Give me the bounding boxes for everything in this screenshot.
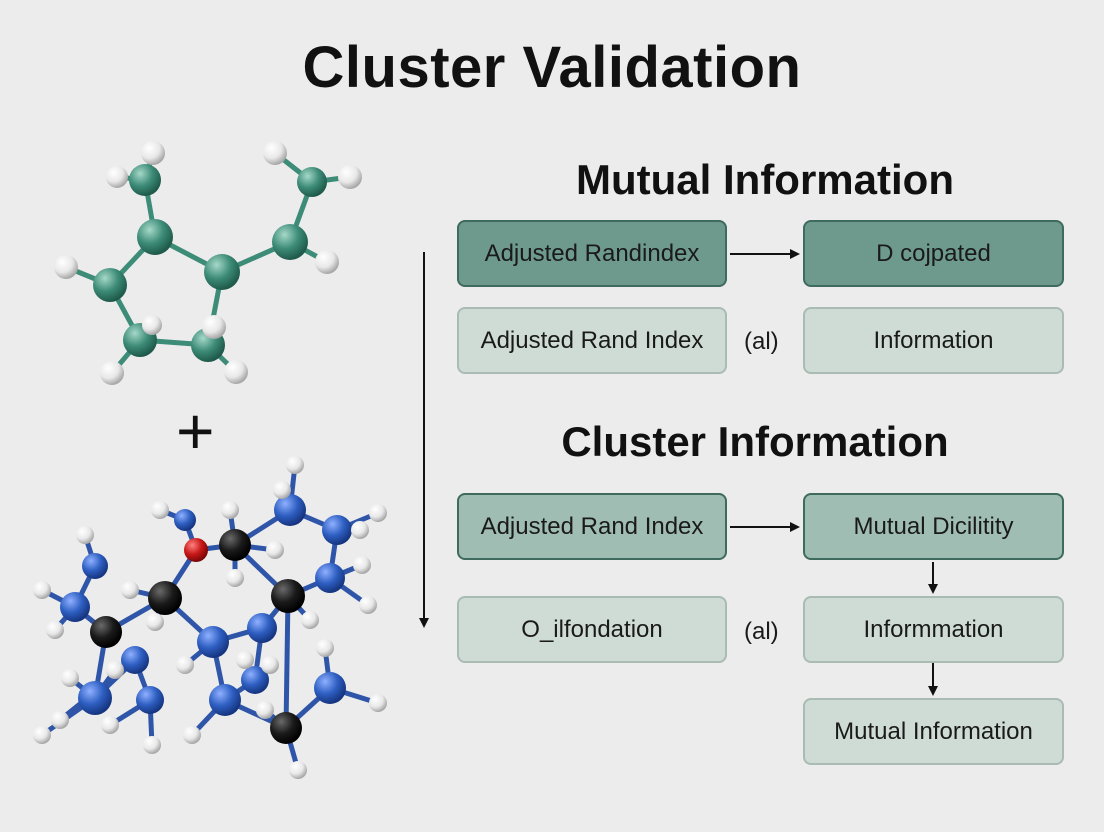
mol2-hydrogen-atom-46 xyxy=(183,726,201,744)
mol1-hydrogen-atom-13 xyxy=(100,361,124,385)
mol2-hydrogen-atom-26 xyxy=(369,504,387,522)
mol2-blue-atom-18 xyxy=(314,672,346,704)
mol2-hydrogen-atom-31 xyxy=(33,581,51,599)
mol2-red-atom-0 xyxy=(184,538,208,562)
mol2-bond-4 xyxy=(283,593,291,731)
mol1-teal-atom-5 xyxy=(129,164,161,196)
mol2-hydrogen-atom-44 xyxy=(316,639,334,657)
mol2-blue-atom-12 xyxy=(247,613,277,643)
mol2-black-atom-3 xyxy=(90,616,122,648)
mol2-hydrogen-atom-24 xyxy=(266,541,284,559)
mol2-blue-atom-13 xyxy=(78,681,112,715)
mol2-hydrogen-atom-32 xyxy=(46,621,64,639)
mol1-hydrogen-atom-8 xyxy=(141,141,165,165)
mol2-hydrogen-atom-37 xyxy=(51,711,69,729)
box-adjusted-randindex: Adjusted Randindex xyxy=(457,220,727,287)
mol2-hydrogen-atom-23 xyxy=(221,501,239,519)
mol2-hydrogen-atom-43 xyxy=(289,761,307,779)
mol2-black-atom-2 xyxy=(148,581,182,615)
mol2-hydrogen-atom-35 xyxy=(61,669,79,687)
mol1-hydrogen-atom-14 xyxy=(224,360,248,384)
mol2-hydrogen-atom-34 xyxy=(106,661,124,679)
mol2-hydrogen-atom-38 xyxy=(143,736,161,754)
mol2-hydrogen-atom-27 xyxy=(353,556,371,574)
mol2-black-atom-5 xyxy=(270,712,302,744)
mol2-hydrogen-atom-48 xyxy=(261,656,279,674)
mol2-hydrogen-atom-21 xyxy=(273,481,291,499)
mol2-blue-atom-6 xyxy=(274,494,306,526)
mol2-black-atom-4 xyxy=(271,579,305,613)
mol2-blue-atom-11 xyxy=(197,626,229,658)
mol1-hydrogen-atom-12 xyxy=(54,255,78,279)
mol2-blue-atom-8 xyxy=(315,563,345,593)
mol2-black-atom-1 xyxy=(219,529,251,561)
mol2-hydrogen-atom-41 xyxy=(226,569,244,587)
box-mutual-dicilitity: Mutual Dicilitity xyxy=(803,493,1064,560)
mol2-hydrogen-atom-40 xyxy=(176,656,194,674)
vertical-arrow xyxy=(419,252,429,628)
mol2-blue-atom-17 xyxy=(241,666,269,694)
mol1-hydrogen-atom-9 xyxy=(106,166,128,188)
mol2-blue-atom-14 xyxy=(121,646,149,674)
mol2-hydrogen-atom-25 xyxy=(351,521,369,539)
box-d-cojpated: D cojpated xyxy=(803,220,1064,287)
mol2-blue-atom-19 xyxy=(174,509,196,531)
mol2-blue-atom-7 xyxy=(322,515,352,545)
mol1-hydrogen-atom-16 xyxy=(202,315,226,339)
mol2-hydrogen-atom-49 xyxy=(101,716,119,734)
box-informmation: Informmation xyxy=(803,596,1064,663)
mol2-hydrogen-atom-28 xyxy=(359,596,377,614)
mol2-hydrogen-atom-33 xyxy=(121,581,139,599)
mol1-hydrogen-atom-11 xyxy=(338,165,362,189)
mol2-blue-atom-15 xyxy=(136,686,164,714)
mol2-blue-atom-10 xyxy=(82,553,108,579)
section-heading-cluster-information: Cluster Information xyxy=(561,418,949,465)
box-adjusted-rand-index-1: Adjusted Rand Index xyxy=(457,307,727,374)
mol2-hydrogen-atom-36 xyxy=(33,726,51,744)
mol1-hydrogen-atom-15 xyxy=(142,315,162,335)
box-adjusted-rand-index-2: Adjusted Rand Index xyxy=(457,493,727,560)
arrow-row1-section2 xyxy=(730,522,800,532)
teal-molecule xyxy=(54,141,362,385)
arrow-down-1 xyxy=(928,562,938,594)
mol1-hydrogen-atom-17 xyxy=(315,250,339,274)
mol2-blue-atom-16 xyxy=(209,684,241,716)
section-heading-mutual-information: Mutual Information xyxy=(576,156,954,203)
mol1-teal-atom-7 xyxy=(297,167,327,197)
mol1-hydrogen-atom-10 xyxy=(263,141,287,165)
arrow-row1-section1 xyxy=(730,249,800,259)
mol2-hydrogen-atom-45 xyxy=(369,694,387,712)
mol1-teal-atom-0 xyxy=(137,219,173,255)
mol1-teal-atom-6 xyxy=(272,224,308,260)
arrow-down-2 xyxy=(928,663,938,696)
blue-molecule xyxy=(33,456,387,779)
mol2-hydrogen-atom-30 xyxy=(76,526,94,544)
mol2-hydrogen-atom-20 xyxy=(286,456,304,474)
mol2-hydrogen-atom-22 xyxy=(151,501,169,519)
plus-symbol: + xyxy=(176,394,215,468)
box-mutual-information: Mutual Information xyxy=(803,698,1064,765)
mol1-teal-atom-1 xyxy=(204,254,240,290)
box-o-ilfondation: O_ilfondation xyxy=(457,596,727,663)
mol1-teal-atom-2 xyxy=(93,268,127,302)
note-al-1: (al) xyxy=(744,328,779,355)
mol2-blue-atom-9 xyxy=(60,592,90,622)
mol2-hydrogen-atom-47 xyxy=(236,651,254,669)
mol2-hydrogen-atom-39 xyxy=(146,613,164,631)
mol2-hydrogen-atom-29 xyxy=(301,611,319,629)
box-information: Information xyxy=(803,307,1064,374)
note-al-2: (al) xyxy=(744,618,779,645)
mol2-hydrogen-atom-42 xyxy=(256,701,274,719)
page-title: Cluster Validation xyxy=(302,35,802,100)
